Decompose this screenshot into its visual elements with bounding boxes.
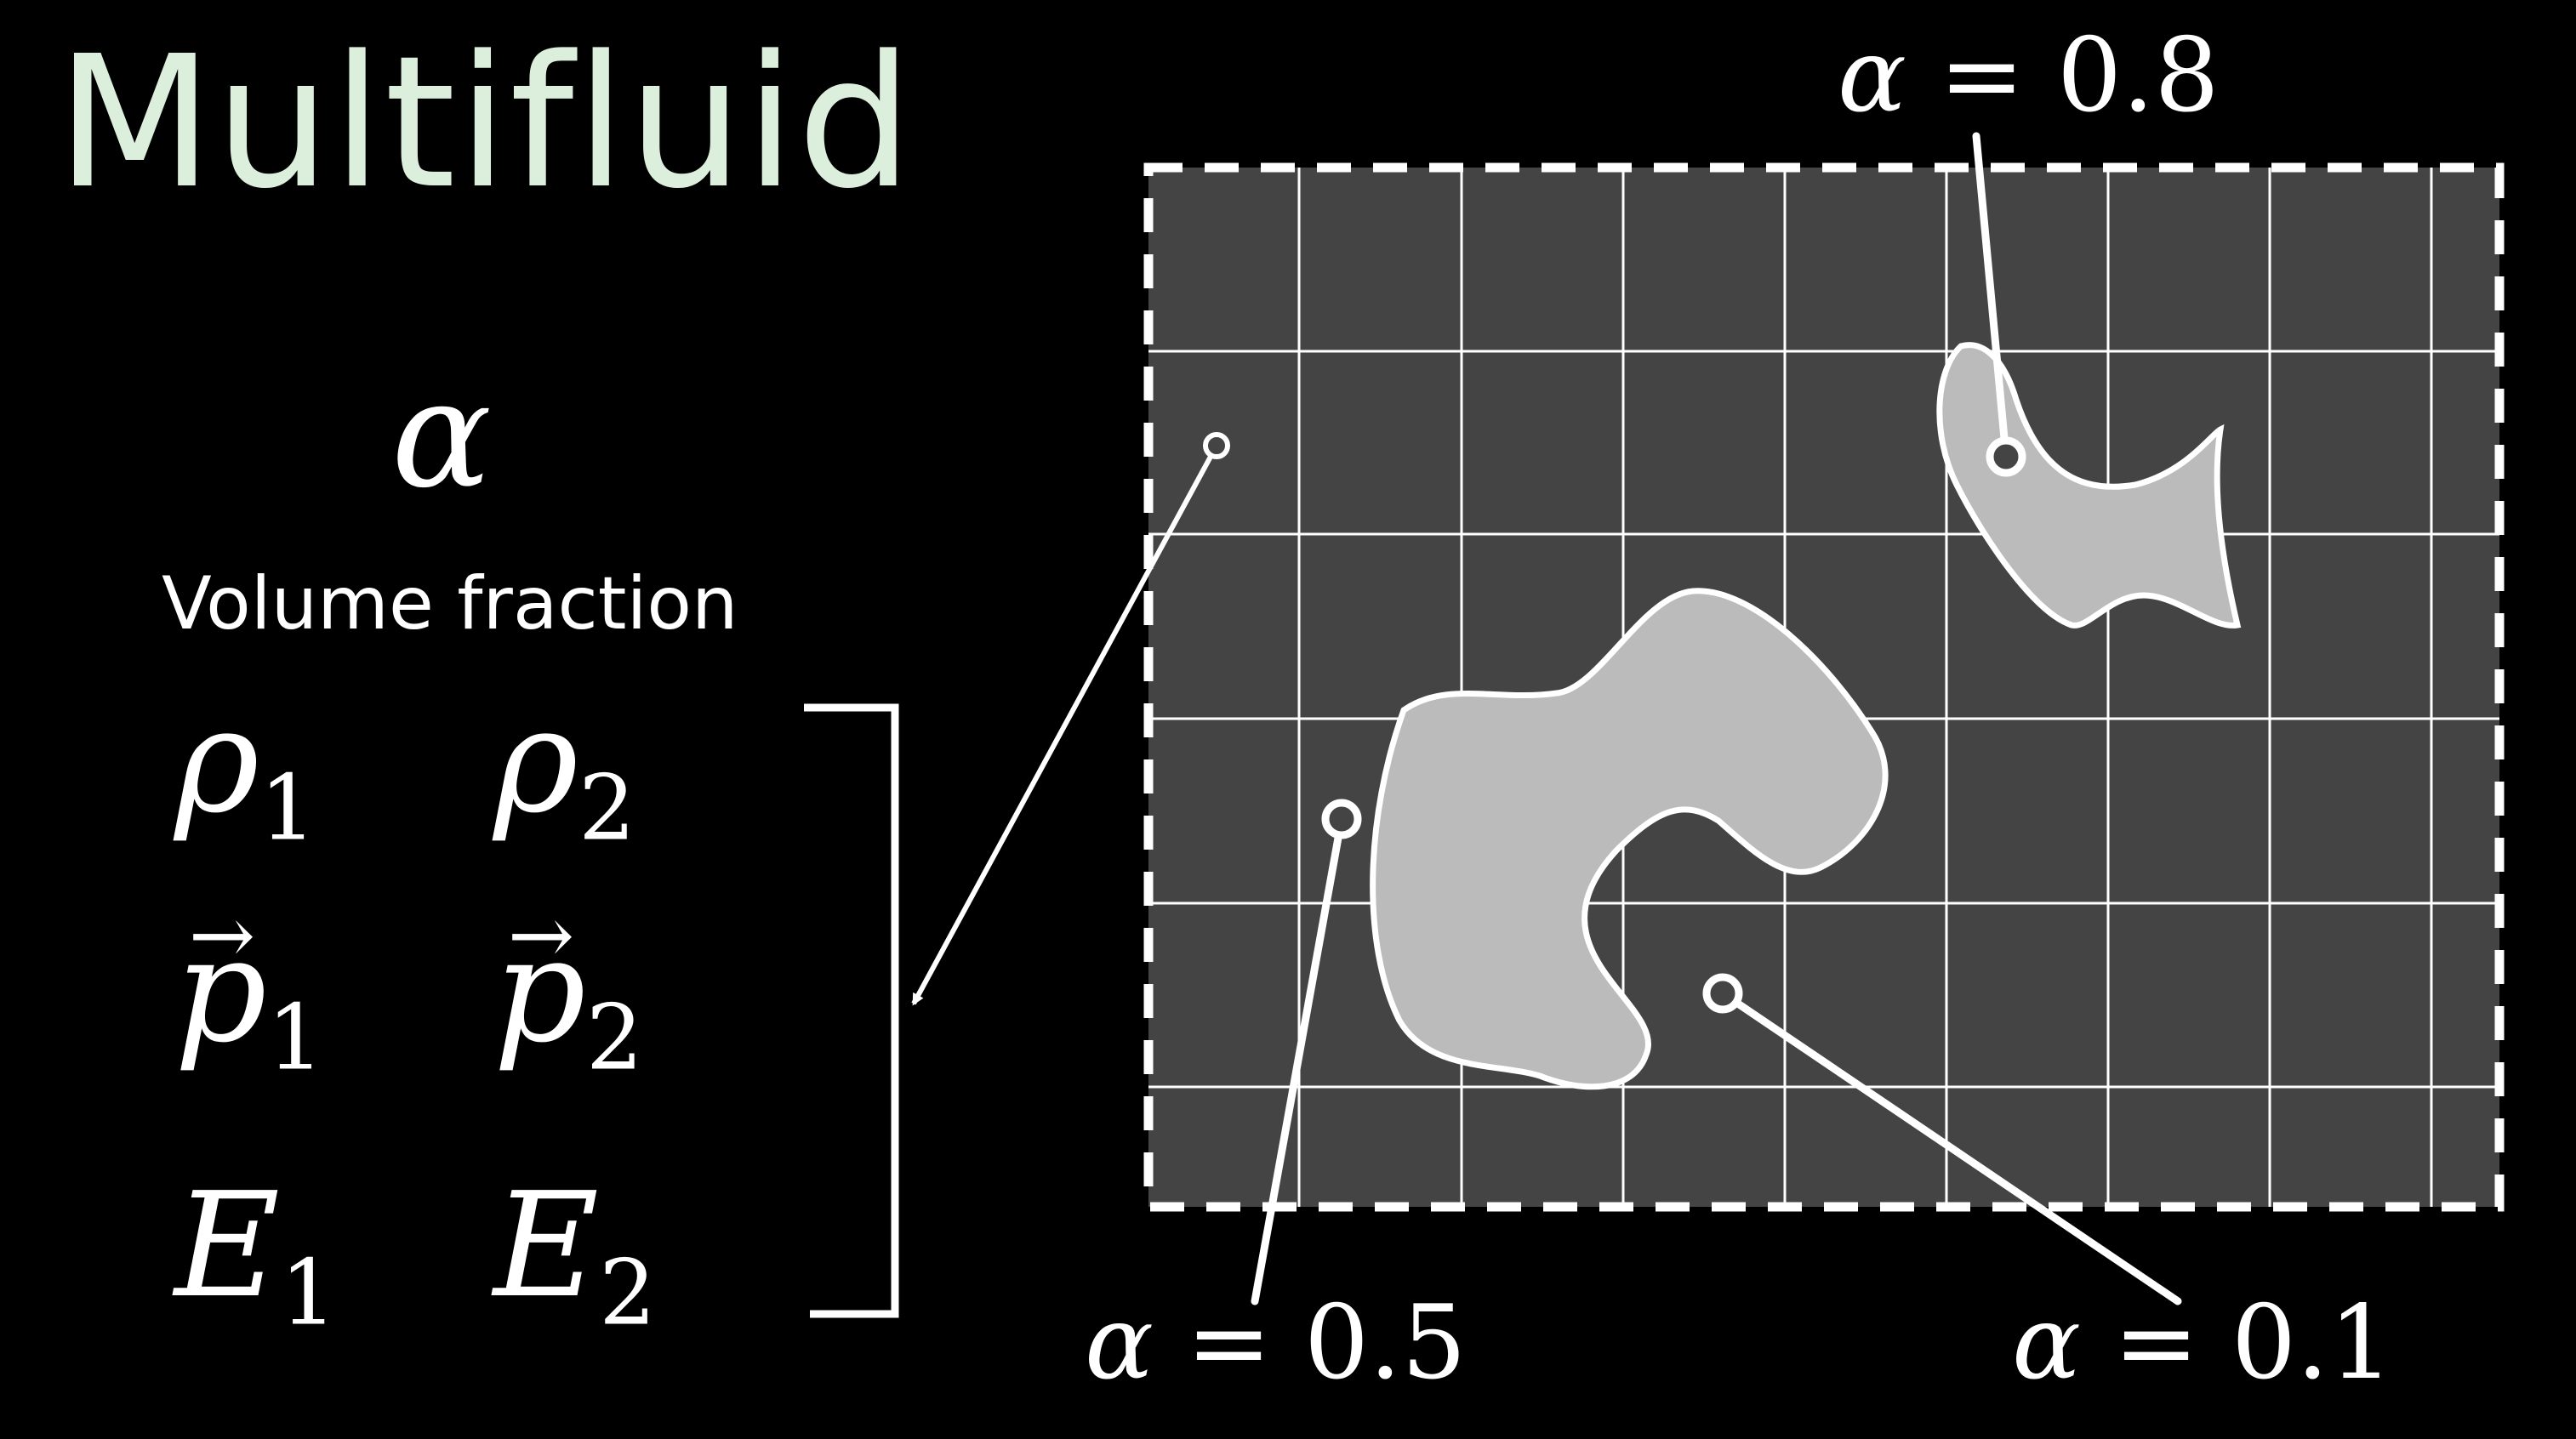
density-1: ρ1 — [174, 677, 317, 861]
annotation-alpha-0-8: α = 0.8 — [1838, 17, 2220, 135]
volume-fraction-symbol: α — [391, 349, 493, 521]
mapping-arrow — [911, 444, 1219, 1006]
slide-title: Multifluid — [56, 17, 915, 229]
leader-lines — [1251, 132, 2182, 1305]
probe-point-cell — [1203, 432, 1230, 459]
vector-arrow-icon: → — [507, 889, 575, 982]
density-2: ρ2 — [493, 677, 636, 861]
probe-point-alpha-0-1 — [1702, 973, 1743, 1014]
fluid-blob-large — [1370, 588, 1889, 1090]
momentum-1: →p1 — [174, 889, 324, 1090]
fluid-blob-fish — [1936, 342, 2242, 628]
probe-point-alpha-0-5 — [1321, 799, 1362, 839]
energy-2: E2 — [493, 1162, 657, 1345]
momentum-2: →p2 — [493, 889, 643, 1090]
domain-border — [1143, 162, 2505, 1212]
energy-1: E1 — [174, 1162, 338, 1345]
probe-point-alpha-0-8 — [1986, 436, 2026, 477]
variables-bracket — [804, 703, 899, 1318]
volume-fraction-label: Volume fraction — [162, 561, 738, 646]
annotation-alpha-0-1: α = 0.1 — [2012, 1284, 2394, 1402]
vector-arrow-icon: → — [188, 889, 256, 982]
annotation-alpha-0-5: α = 0.5 — [1085, 1284, 1467, 1402]
